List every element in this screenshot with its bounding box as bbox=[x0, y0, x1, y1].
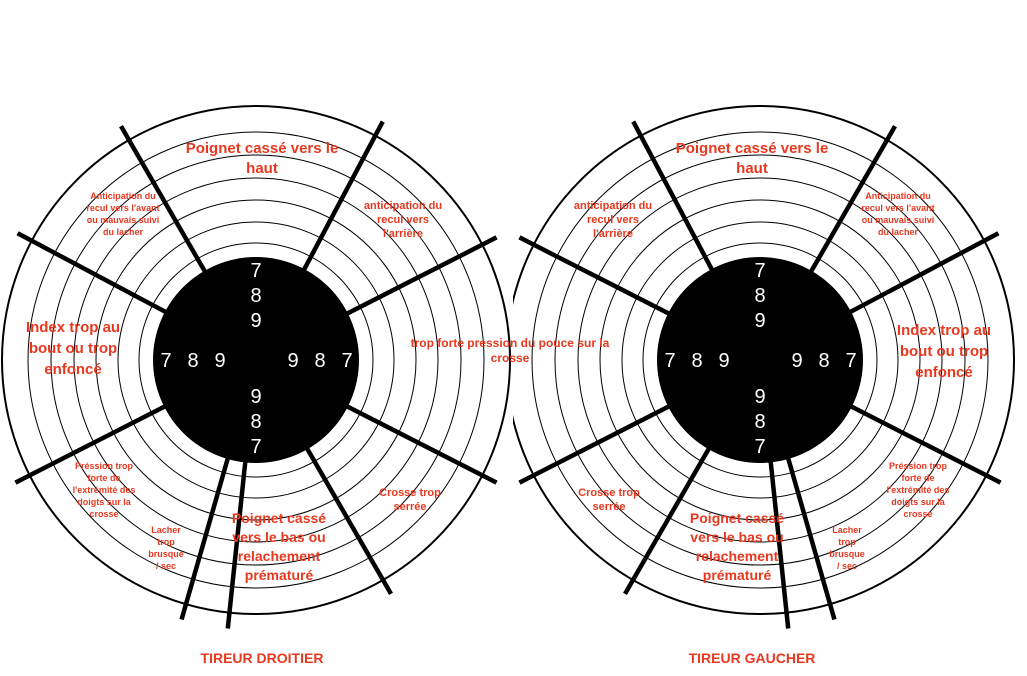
sector-divider bbox=[847, 231, 1000, 316]
score-ring bbox=[73, 177, 439, 543]
sector-divider bbox=[631, 120, 716, 273]
score-ring bbox=[50, 154, 462, 566]
score-number: 8 bbox=[314, 350, 325, 372]
score-number: 8 bbox=[818, 350, 829, 372]
score-number: 9 bbox=[754, 386, 765, 408]
sector-divider bbox=[785, 455, 837, 621]
score-number: 8 bbox=[754, 285, 765, 307]
score-ring bbox=[95, 199, 417, 521]
score-ring bbox=[599, 199, 921, 521]
score-number: 7 bbox=[341, 350, 352, 372]
score-number: 9 bbox=[791, 350, 802, 372]
score-ring bbox=[577, 177, 943, 543]
score-number: 7 bbox=[160, 350, 171, 372]
bullseye bbox=[657, 257, 863, 463]
score-number: 8 bbox=[754, 411, 765, 433]
score-number: 9 bbox=[250, 386, 261, 408]
score-number: 7 bbox=[250, 436, 261, 458]
score-number: 7 bbox=[664, 350, 675, 372]
sector-divider bbox=[225, 459, 248, 629]
caption-left-handed: TIREUR GAUCHER bbox=[688, 650, 816, 666]
sector-divider bbox=[344, 235, 498, 317]
score-number: 8 bbox=[691, 350, 702, 372]
score-ring bbox=[621, 221, 899, 499]
sector-divider bbox=[518, 403, 672, 485]
sector-divider bbox=[16, 231, 169, 316]
score-ring bbox=[554, 154, 966, 566]
score-number: 9 bbox=[718, 350, 729, 372]
score-ring bbox=[138, 242, 374, 478]
score-ring bbox=[117, 221, 395, 499]
score-number: 9 bbox=[214, 350, 225, 372]
sector-divider bbox=[808, 125, 897, 275]
sector-divider bbox=[623, 445, 712, 595]
score-number: 8 bbox=[250, 285, 261, 307]
sector-divider bbox=[518, 235, 672, 317]
score-number: 8 bbox=[187, 350, 198, 372]
sector-divider bbox=[179, 455, 231, 621]
sector-divider bbox=[300, 120, 385, 273]
sector-divider bbox=[14, 403, 168, 485]
score-number: 8 bbox=[250, 411, 261, 433]
sector-divider bbox=[119, 125, 208, 275]
sector-divider bbox=[848, 403, 1002, 485]
score-ring bbox=[642, 242, 878, 478]
sector-divider bbox=[768, 459, 791, 629]
caption-right-handed: TIREUR DROITIER bbox=[200, 650, 324, 666]
score-number: 9 bbox=[754, 310, 765, 332]
score-number: 9 bbox=[250, 310, 261, 332]
score-number: 7 bbox=[845, 350, 856, 372]
target-left-handed bbox=[513, 105, 1015, 629]
score-number: 9 bbox=[287, 350, 298, 372]
sector-divider bbox=[304, 445, 393, 595]
sector-divider bbox=[344, 403, 498, 485]
score-number: 7 bbox=[754, 260, 765, 282]
score-ring bbox=[27, 131, 485, 589]
score-number: 7 bbox=[250, 260, 261, 282]
score-ring bbox=[531, 131, 989, 589]
target-right-handed bbox=[1, 105, 511, 629]
score-number: 7 bbox=[754, 436, 765, 458]
bullseye bbox=[153, 257, 359, 463]
